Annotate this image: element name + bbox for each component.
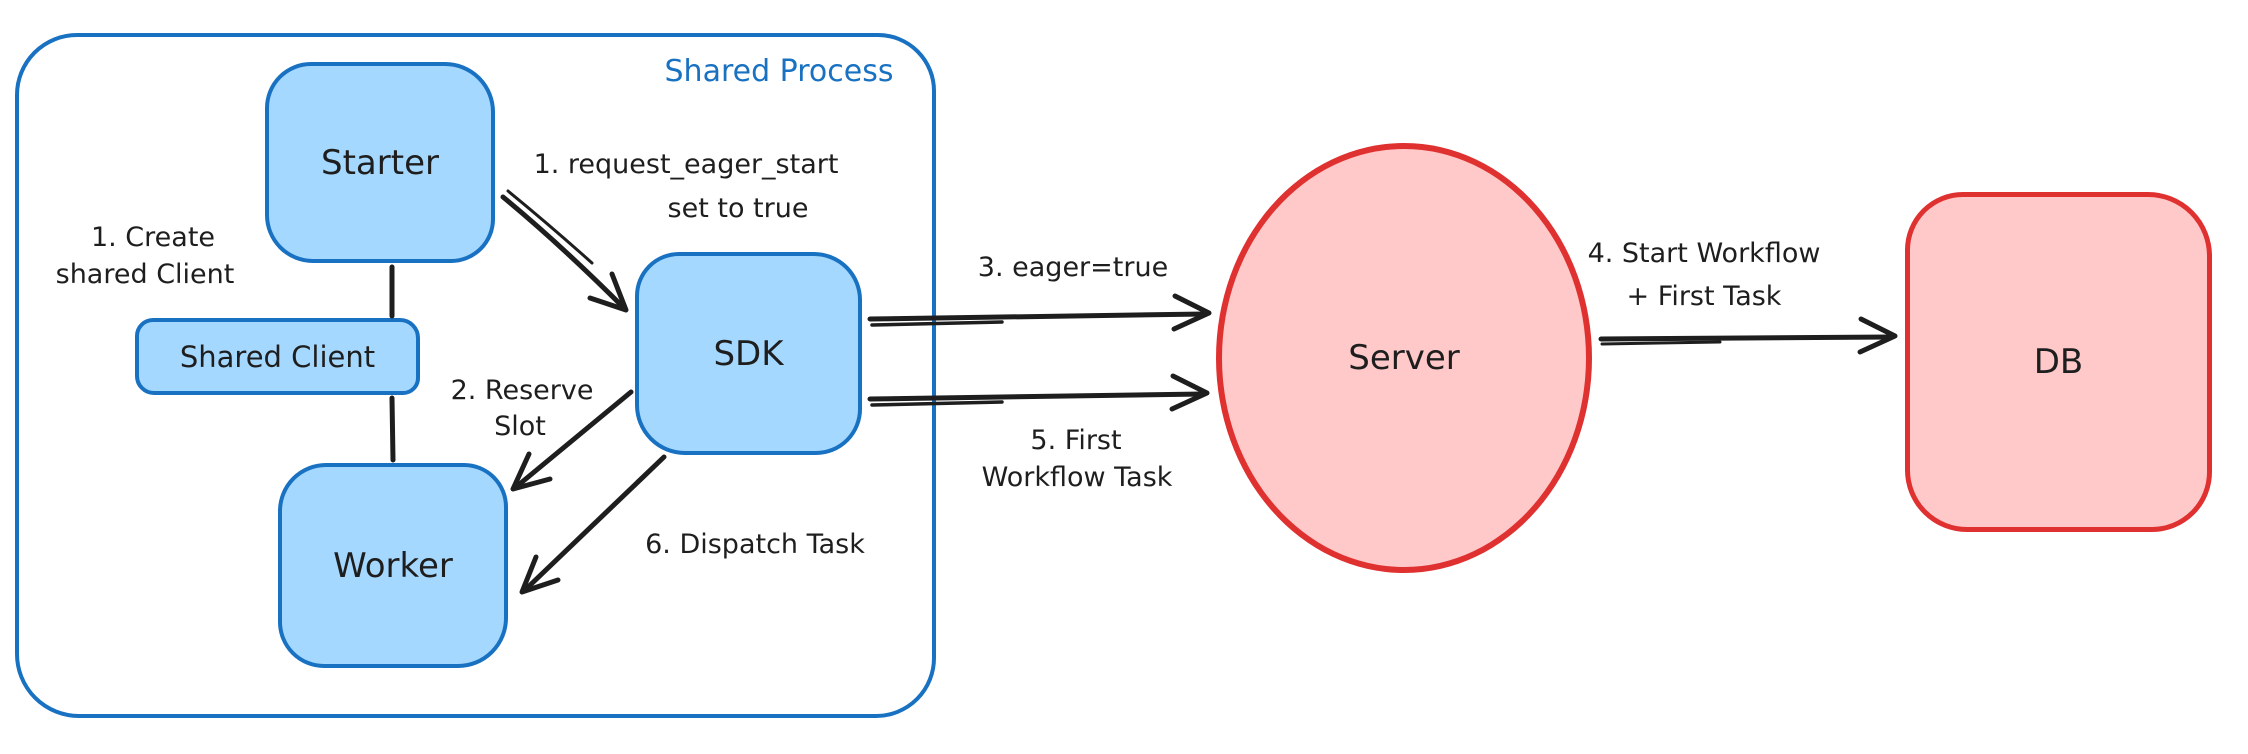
annotation-reserve-line2: Slot	[494, 411, 546, 442]
annotation-eager-true: 3. eager=true	[977, 252, 1169, 283]
annotation-start-workflow-line1: 4. Start Workflow	[1587, 238, 1821, 269]
node-shared-client: Shared Client	[135, 318, 420, 395]
node-db: DB	[1905, 192, 2212, 532]
node-worker: Worker	[278, 463, 508, 668]
annotation-eager-start-line2: set to true	[667, 193, 809, 224]
node-server-label: Server	[1348, 338, 1460, 378]
node-db-label: DB	[2033, 342, 2084, 382]
node-starter: Starter	[265, 62, 495, 263]
annotation-first-task-line1: 5. First	[1030, 425, 1122, 456]
annotation-create-client-line2: shared Client	[55, 259, 235, 290]
annotation-dispatch-task: 6. Dispatch Task	[645, 529, 865, 560]
node-worker-label: Worker	[333, 545, 453, 586]
node-server: Server	[1216, 143, 1592, 573]
shared-process-container	[15, 33, 936, 718]
annotation-start-workflow-line2: + First Task	[1626, 281, 1782, 312]
node-starter-label: Starter	[321, 142, 439, 183]
annotation-first-task-line2: Workflow Task	[981, 462, 1173, 493]
annotation-create-client-line1: 1. Create	[90, 222, 216, 253]
annotation-eager-start-line1: 1. request_eager_start	[533, 149, 839, 180]
node-shared-client-label: Shared Client	[179, 339, 376, 374]
node-sdk-label: SDK	[713, 333, 784, 374]
arrow-server-to-db	[1598, 316, 1898, 355]
node-sdk: SDK	[635, 252, 862, 455]
annotation-reserve-line1: 2. Reserve	[450, 375, 594, 406]
shared-process-label: Shared Process	[664, 54, 894, 89]
